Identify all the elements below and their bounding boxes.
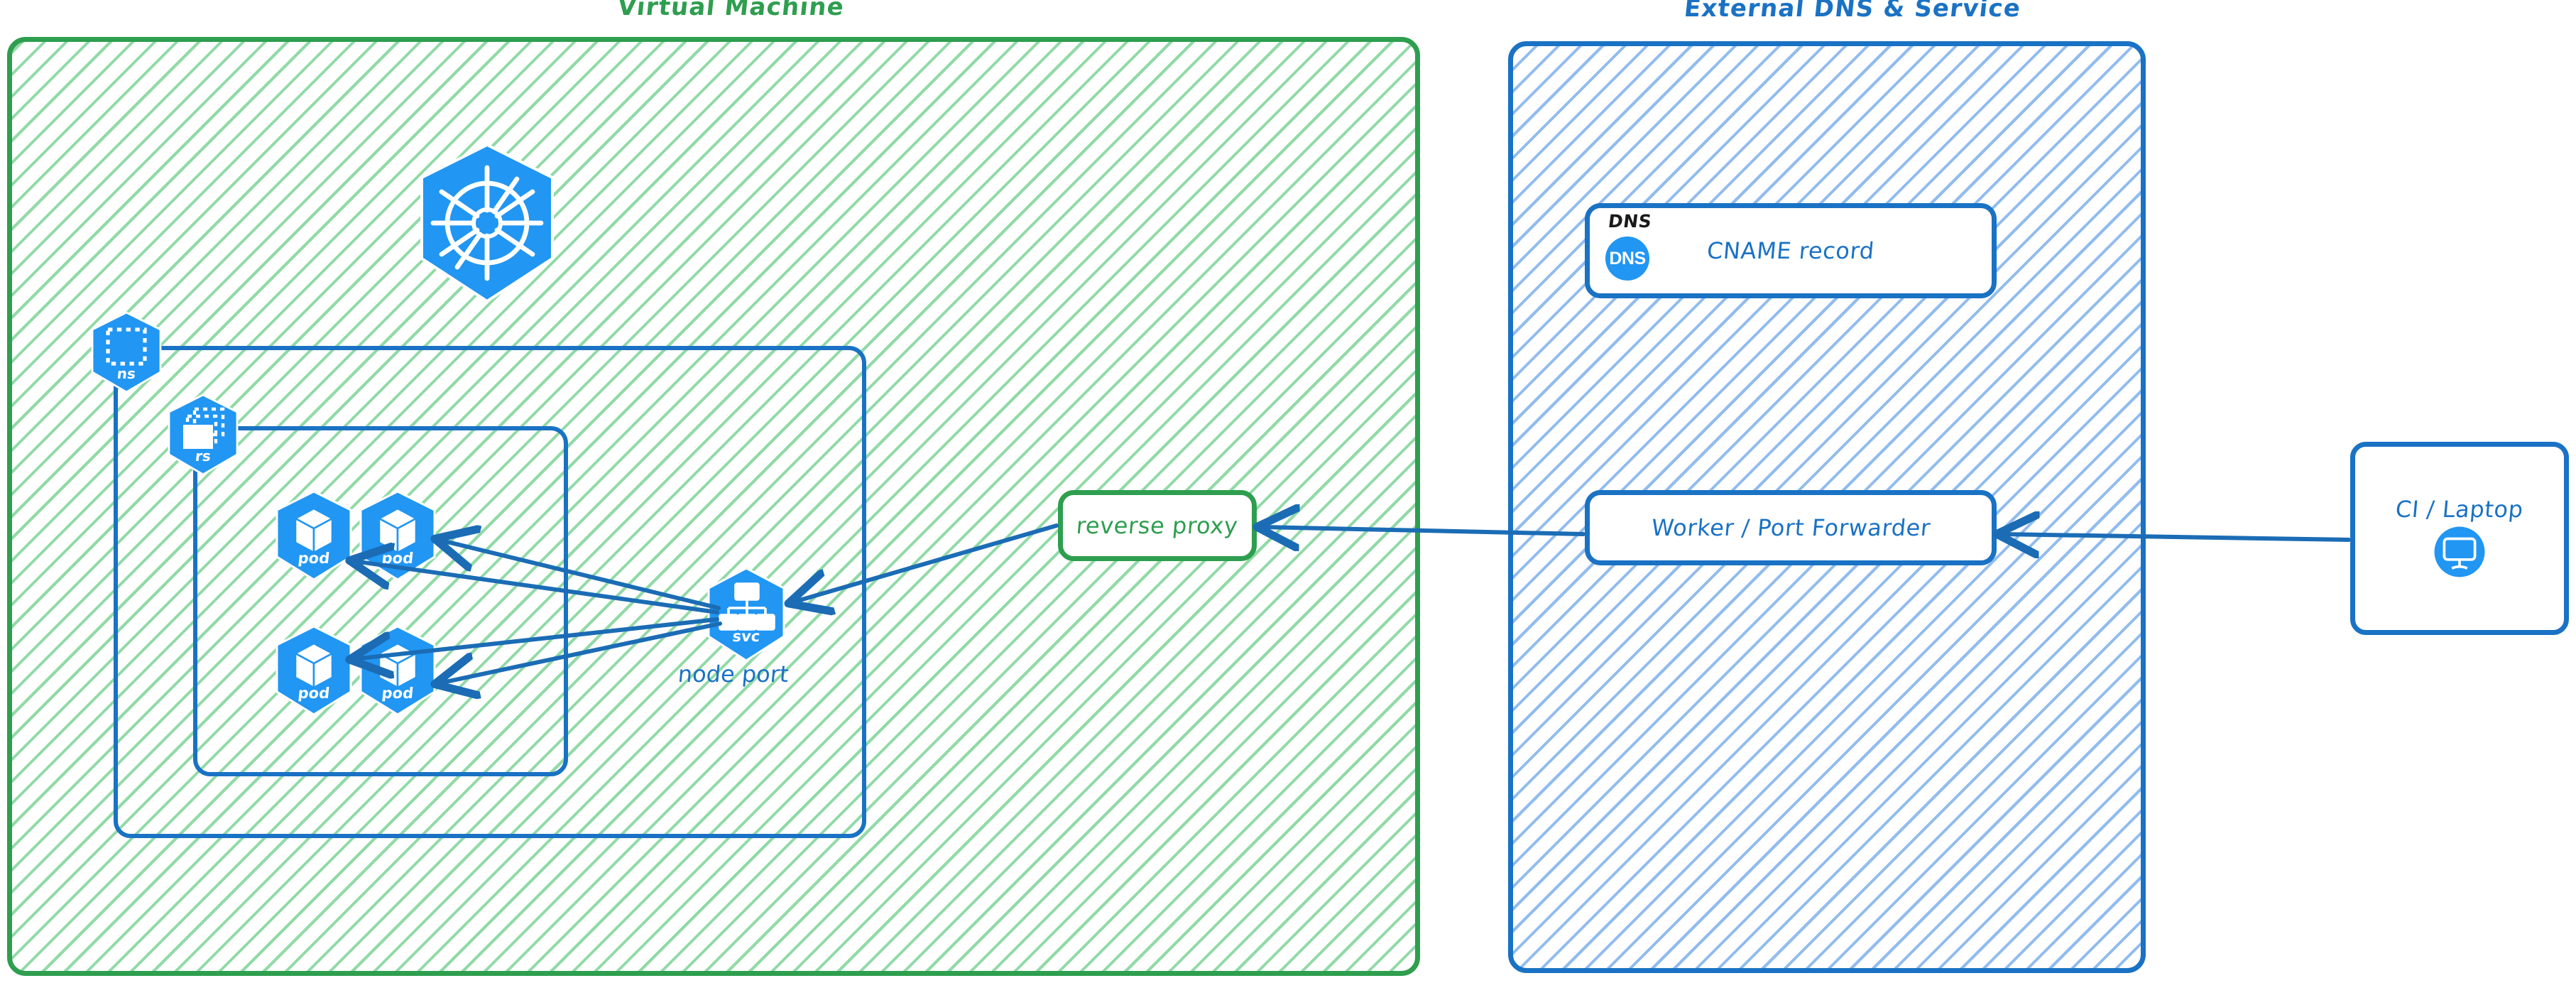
dns-kind-label: DNS: [1607, 211, 1653, 232]
ci-laptop-box[interactable]: CI / Laptop: [2350, 442, 2569, 635]
pod-icon-3: pod: [271, 625, 356, 717]
kubernetes-logo: [410, 142, 564, 305]
namespace-icon: ns: [88, 311, 165, 395]
ci-laptop-label: CI / Laptop: [2394, 496, 2525, 523]
replicaset-icon: rs: [165, 393, 241, 477]
worker-port-forwarder-label: Worker / Port Forwarder: [1649, 514, 1932, 541]
reverse-proxy-box[interactable]: reverse proxy: [1058, 490, 1257, 561]
dns-badge-icon: DNS: [1605, 237, 1649, 281]
service-icon: svc: [702, 567, 791, 663]
reverse-proxy-label: reverse proxy: [1075, 512, 1240, 539]
worker-port-forwarder-box[interactable]: Worker / Port Forwarder: [1585, 490, 1997, 565]
pod-icon-2: pod: [355, 490, 440, 582]
external-group-title: External DNS & Service: [1682, 0, 2023, 23]
pod-icon-4: pod: [355, 625, 440, 717]
replicaset-container: [193, 426, 568, 776]
desktop-monitor-icon: [2433, 526, 2486, 581]
node-port-label: node port: [677, 661, 790, 688]
dns-record-card[interactable]: DNS DNS CNAME record: [1585, 203, 1997, 298]
pod-icon-1: pod: [271, 490, 356, 582]
cname-record-label: CNAME record: [1705, 237, 1876, 264]
vm-group-title: Virtual Machine: [616, 0, 846, 21]
